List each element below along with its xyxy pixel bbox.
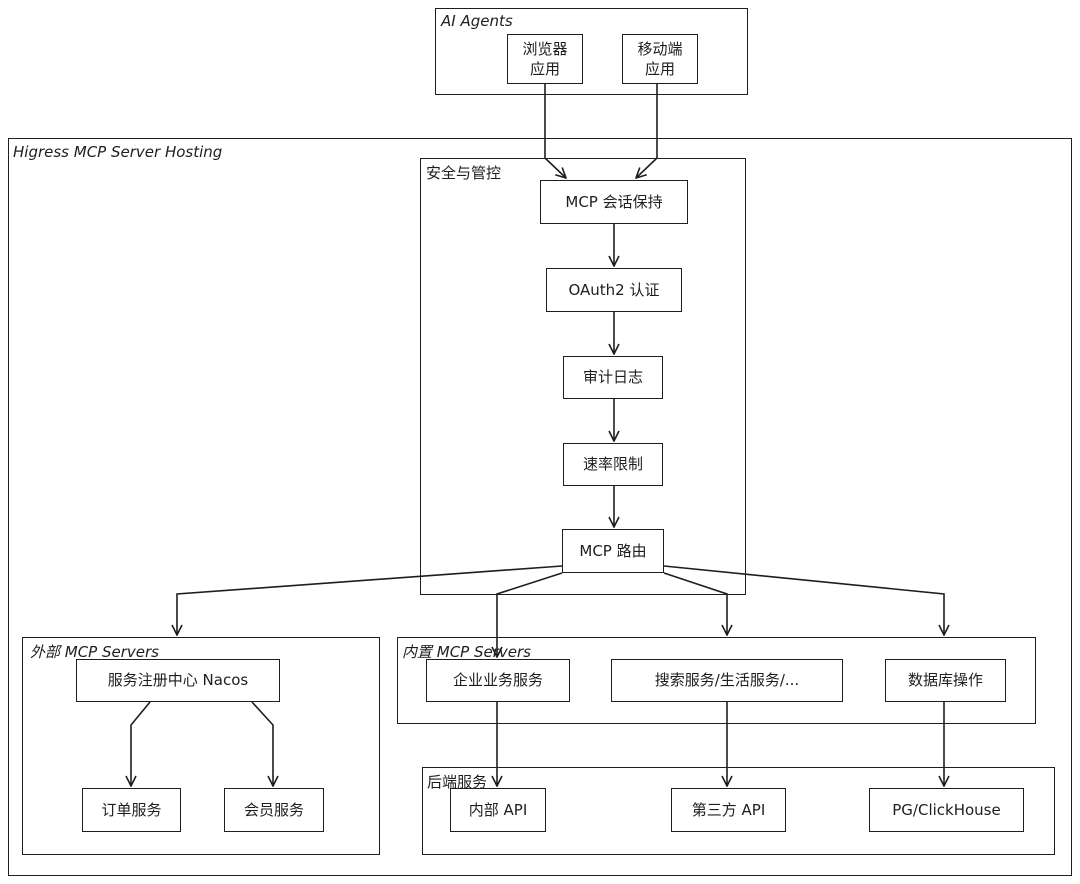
- node-rate-limit: 速率限制: [563, 443, 663, 486]
- node-nacos: 服务注册中心 Nacos: [76, 659, 280, 702]
- group-external-label: 外部 MCP Servers: [30, 643, 160, 661]
- node-search-service: 搜索服务/生活服务/...: [611, 659, 843, 702]
- edge-router-to-enterprise: [497, 572, 563, 657]
- group-security-label: 安全与管控: [426, 164, 502, 182]
- node-oauth2: OAuth2 认证: [546, 268, 682, 312]
- node-db-ops: 数据库操作: [885, 659, 1006, 702]
- edge-router-to-db: [663, 565, 944, 635]
- edge-mobile-to-session: [636, 84, 658, 178]
- node-order-service: 订单服务: [82, 788, 181, 832]
- group-ai-agents-label: AI Agents: [441, 12, 513, 30]
- node-mobile-app: 移动端 应用: [622, 34, 698, 84]
- node-pg-clickhouse: PG/ClickHouse: [869, 788, 1024, 832]
- edge-router-to-external: [177, 565, 563, 635]
- node-mcp-router: MCP 路由: [562, 529, 664, 573]
- group-hosting: [8, 138, 1072, 876]
- node-internal-api: 内部 API: [450, 788, 546, 832]
- node-audit-log: 审计日志: [563, 356, 663, 399]
- group-builtin: [397, 637, 1036, 724]
- group-backend-label: 后端服务: [427, 773, 488, 791]
- edge-router-to-search: [663, 572, 727, 635]
- group-external: [22, 637, 380, 855]
- group-security: [420, 158, 746, 595]
- group-hosting-label: Higress MCP Server Hosting: [13, 143, 223, 161]
- node-third-party-api: 第三方 API: [671, 788, 786, 832]
- group-backend: [422, 767, 1055, 855]
- edge-browser-to-session: [544, 84, 566, 178]
- node-enterprise-service: 企业业务服务: [426, 659, 570, 702]
- node-browser-app: 浏览器 应用: [507, 34, 583, 84]
- node-member-service: 会员服务: [224, 788, 324, 832]
- edge-nacos-to-member: [251, 701, 273, 786]
- edge-nacos-to-order: [131, 701, 151, 786]
- node-mcp-session: MCP 会话保持: [540, 180, 688, 224]
- group-ai-agents: [435, 8, 748, 95]
